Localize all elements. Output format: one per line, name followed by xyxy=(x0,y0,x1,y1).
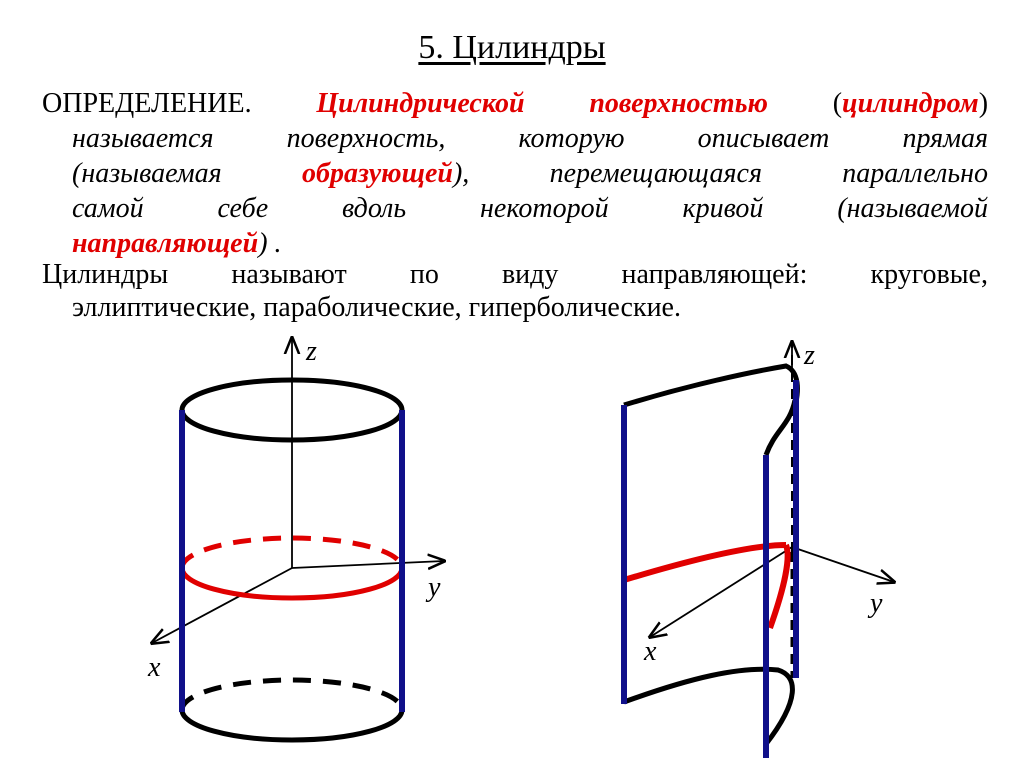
right-directrix-fold xyxy=(767,543,791,630)
left-bottom-front xyxy=(179,709,405,743)
page-title: 5. Цилиндры xyxy=(0,28,1024,68)
definition-line-4: самой себе вдоль некоторой кривой (назыв… xyxy=(72,193,988,224)
left-axis-y xyxy=(291,561,444,568)
left-bottom-back-dashed xyxy=(179,677,405,711)
paren-close: ) xyxy=(978,88,989,119)
term-cylinder: цилиндром xyxy=(842,88,979,119)
right-x-label: x xyxy=(643,636,657,667)
paren-open: ( xyxy=(832,88,843,119)
right-top-fold xyxy=(763,399,798,456)
right-directrix xyxy=(623,542,787,583)
right-z-label: z xyxy=(803,340,815,371)
definition-l3-open: (называемая xyxy=(72,158,222,189)
left-cylinder-figure: z y x xyxy=(147,336,444,743)
definition-line-3: (называемая образующей), перемещающаяся … xyxy=(42,156,988,191)
definition-l3-rest: ), перемещающаяся параллельно xyxy=(452,158,988,189)
term-cylindrical-surface: Цилиндрической поверхностью xyxy=(316,88,768,119)
types-paragraph: Цилиндры называют по виду направляющей: … xyxy=(42,258,988,324)
left-directrix-front xyxy=(179,567,405,601)
definition-l5-rest: ) . xyxy=(258,228,282,259)
types-line-2: эллиптические, параболические, гиперболи… xyxy=(72,292,681,323)
definition-lead: ОПРЕДЕЛЕНИЕ. xyxy=(42,88,252,119)
term-directrix: направляющей xyxy=(72,228,259,259)
definition-line-5: направляющей) . xyxy=(42,226,988,261)
left-directrix-back-dashed xyxy=(179,535,405,569)
right-y-label: y xyxy=(867,588,883,619)
right-axis-y xyxy=(791,546,894,582)
definition-block: ОПРЕДЕЛЕНИЕ. Цилиндрической поверхностью… xyxy=(42,86,988,261)
left-y-label: y xyxy=(425,572,441,603)
definition-line-2: называется поверхность, которую описывае… xyxy=(72,123,988,154)
left-z-label: z xyxy=(305,336,317,367)
left-x-label: x xyxy=(147,652,161,683)
right-top-edge xyxy=(623,363,800,408)
left-axis-x xyxy=(152,567,293,643)
definition-line-1: ОПРЕДЕЛЕНИЕ. Цилиндрической поверхностью… xyxy=(42,86,988,121)
types-line-1: Цилиндры называют по виду направляющей: … xyxy=(42,259,988,290)
term-generatrix: образующей xyxy=(302,158,453,189)
right-bottom-edge xyxy=(623,666,795,746)
right-cylinder-figure: z y x xyxy=(621,340,894,758)
title-text: 5. Цилиндры xyxy=(418,29,606,66)
